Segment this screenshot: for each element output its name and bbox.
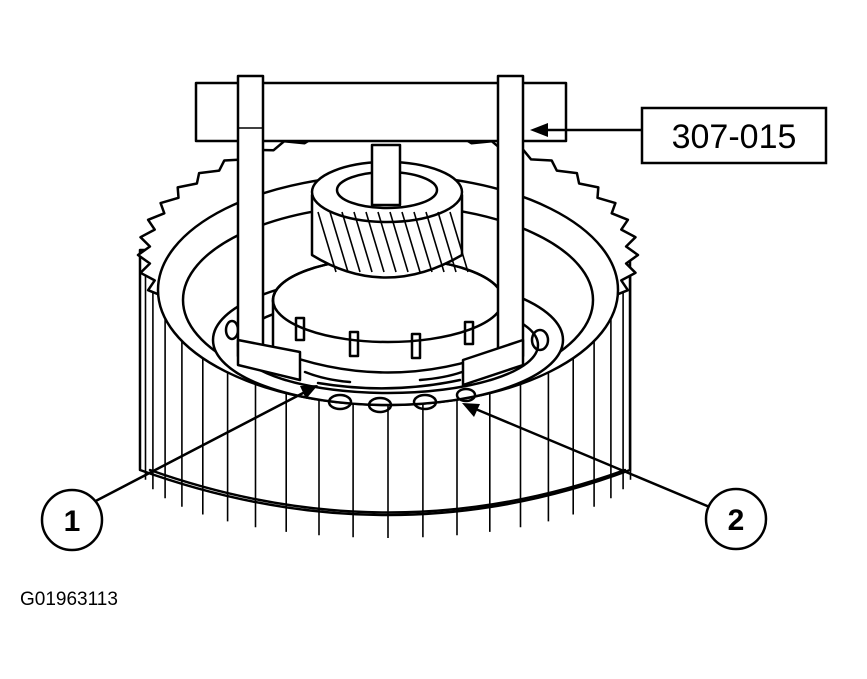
center-gear xyxy=(271,143,505,374)
gear-tooth xyxy=(365,211,385,273)
tool-label-box xyxy=(640,106,828,165)
gear-tooth xyxy=(317,211,337,273)
gear-tooth xyxy=(329,211,349,273)
callout-circle-1 xyxy=(40,488,104,552)
callout-number-2: 2 xyxy=(728,504,745,537)
callout-1: 1 xyxy=(40,385,318,552)
tool-callout: 307-015 xyxy=(530,106,828,165)
gear-tooth xyxy=(425,211,445,273)
gear-tooth xyxy=(413,211,433,273)
tool-label: 307-015 xyxy=(672,118,797,156)
callout-2: 2 xyxy=(462,403,768,551)
gear-tooth xyxy=(377,211,397,273)
gear-tooth xyxy=(389,211,409,273)
gear-tooth xyxy=(341,211,361,273)
special-tool-307-015 xyxy=(194,74,568,387)
gear-tooth xyxy=(449,211,469,273)
gear-teeth xyxy=(317,211,469,273)
figure-id: G01963113 xyxy=(20,589,118,610)
gear-tooth xyxy=(353,211,373,273)
gear-tooth xyxy=(401,211,421,273)
callout-number-1: 1 xyxy=(64,505,81,538)
callout-circle-2 xyxy=(704,487,768,551)
gear-tooth xyxy=(437,211,457,273)
